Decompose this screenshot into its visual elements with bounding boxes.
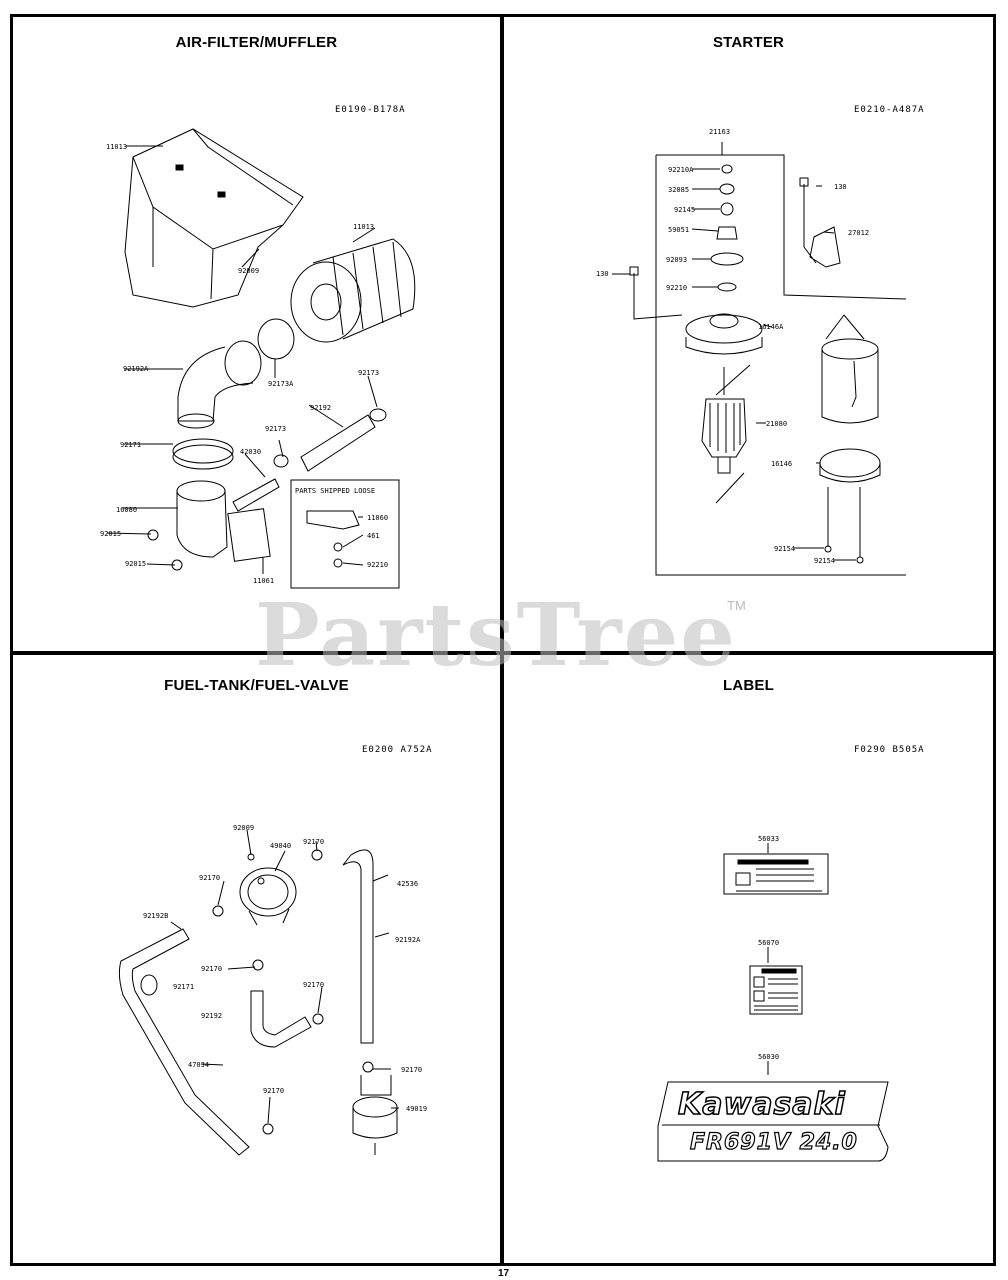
- part-label: 92192A: [395, 936, 421, 944]
- breather-hose: [232, 408, 387, 512]
- part-label: 92154: [774, 545, 795, 553]
- part-label: 92171: [173, 983, 194, 991]
- starter-end-cap: [819, 448, 881, 483]
- part-label: 42536: [397, 880, 418, 888]
- starter-cover: [685, 313, 763, 355]
- part-label: 92210: [367, 561, 388, 569]
- part-label: 92170: [199, 874, 220, 882]
- part-label: 92173A: [268, 380, 294, 388]
- part-label: 11061: [253, 577, 274, 585]
- fuel-filter: [352, 1075, 398, 1155]
- fuel-tank-panel: FUEL-TANK/FUEL-VALVE E0200 A752A: [13, 655, 500, 1263]
- part-label: 130: [834, 183, 847, 191]
- part-label: 42030: [240, 448, 261, 456]
- part-label: 130: [596, 270, 609, 278]
- part-label: 92171: [120, 441, 141, 449]
- warning-decal-56033: [723, 853, 829, 895]
- fuel-pump: [239, 867, 297, 926]
- air-cleaner-cover: [124, 128, 304, 308]
- part-label: 56070: [758, 939, 779, 947]
- part-label: 92009: [238, 267, 259, 275]
- fuel-hose-left: [118, 928, 250, 1156]
- part-label: 92192: [310, 404, 331, 412]
- part-label: 92170: [303, 981, 324, 989]
- part-label: 11013: [106, 143, 127, 151]
- kawasaki-decal-56030: [657, 1081, 889, 1162]
- part-label: 92170: [401, 1066, 422, 1074]
- part-label: 92192A: [123, 365, 149, 373]
- fuel-tank-code: E0200 A752A: [362, 745, 433, 755]
- label-title: LABEL: [723, 677, 774, 694]
- part-label: 92210A: [668, 166, 694, 174]
- part-label: 92170: [263, 1087, 284, 1095]
- air-filter-element: [290, 238, 416, 343]
- trademark-mark: TM: [727, 598, 746, 613]
- part-label: 92015: [125, 560, 146, 568]
- starter-code: E0210-A487A: [854, 105, 925, 115]
- part-label: 16146A: [758, 323, 784, 331]
- horizontal-divider: [10, 651, 996, 655]
- hose-clamp: [172, 438, 234, 470]
- part-label: 92170: [303, 838, 324, 846]
- part-label: 27012: [848, 229, 869, 237]
- fuel-tank-title: FUEL-TANK/FUEL-VALVE: [164, 677, 349, 694]
- starter-kit-bracket: [655, 154, 907, 576]
- air-filter-title: AIR-FILTER/MUFFLER: [175, 34, 338, 51]
- part-label: 92192B: [143, 912, 168, 920]
- part-label: 92009: [233, 824, 254, 832]
- warning-decal-56070: [749, 965, 803, 1015]
- part-label: 92170: [201, 965, 222, 973]
- label-code: F0290 B505A: [854, 745, 925, 755]
- part-label: 92154: [814, 557, 835, 565]
- part-label: 16146: [771, 460, 792, 468]
- part-label: 56030: [758, 1053, 779, 1061]
- part-label: 47034: [188, 1061, 209, 1069]
- part-label: 56033: [758, 835, 779, 843]
- air-filter-code: E0190-B178A: [335, 105, 406, 115]
- starter-plate: [809, 226, 841, 268]
- starter-title: STARTER: [712, 34, 785, 51]
- kawasaki-brand-text: Kawasaki: [677, 1086, 846, 1123]
- page-number: 17: [498, 1268, 510, 1279]
- label-panel: LABEL F0290 B505A: [504, 655, 993, 1263]
- parts-tree-watermark: PartsTree: [255, 585, 738, 686]
- loose-box-title: PARTS SHIPPED LOOSE: [295, 487, 375, 495]
- part-label: 32085: [668, 186, 689, 194]
- air-filter-diagram: 11013 11013 92009 92173A 92192A 92171 92…: [100, 128, 416, 589]
- part-label: 21080: [766, 420, 787, 428]
- fuel-tank-diagram: 92009 49040 92170 92170 92192B 92170 921…: [118, 824, 427, 1156]
- starter-yoke: [821, 314, 879, 424]
- part-label: 92015: [100, 530, 121, 538]
- part-label: 92173: [265, 425, 286, 433]
- part-label: 11013: [353, 223, 374, 231]
- part-label: 49040: [270, 842, 291, 850]
- part-label: 92145: [674, 206, 695, 214]
- part-label: 59051: [668, 226, 689, 234]
- label-diagram: 56033 56070 56030: [657, 835, 889, 1162]
- part-label: 16080: [116, 506, 137, 514]
- starter-diagram: 21163 92210A 32085 92145 59051 92093 922…: [596, 128, 907, 576]
- part-label: 21163: [709, 128, 730, 136]
- part-label: 92173: [358, 369, 379, 377]
- part-label: 11060: [367, 514, 388, 522]
- part-label: 92192: [201, 1012, 222, 1020]
- fuel-hose-middle: [250, 990, 312, 1048]
- muffler-body: [147, 480, 271, 571]
- starter-armature: [701, 364, 751, 504]
- parts-loose-box: [290, 479, 400, 589]
- part-label: 92093: [666, 256, 687, 264]
- part-label: 461: [367, 532, 380, 540]
- starter-panel: STARTER E0210-A487A: [504, 17, 993, 651]
- kawasaki-model-text: FR691V 24.0: [689, 1129, 858, 1155]
- part-label: 92210: [666, 284, 687, 292]
- vertical-divider: [500, 14, 504, 1266]
- fuel-hose-right: [342, 849, 374, 1044]
- part-label: 49019: [406, 1105, 427, 1113]
- air-intake-elbow: [177, 318, 295, 429]
- air-filter-panel: AIR-FILTER/MUFFLER E0190-B178A: [13, 17, 500, 651]
